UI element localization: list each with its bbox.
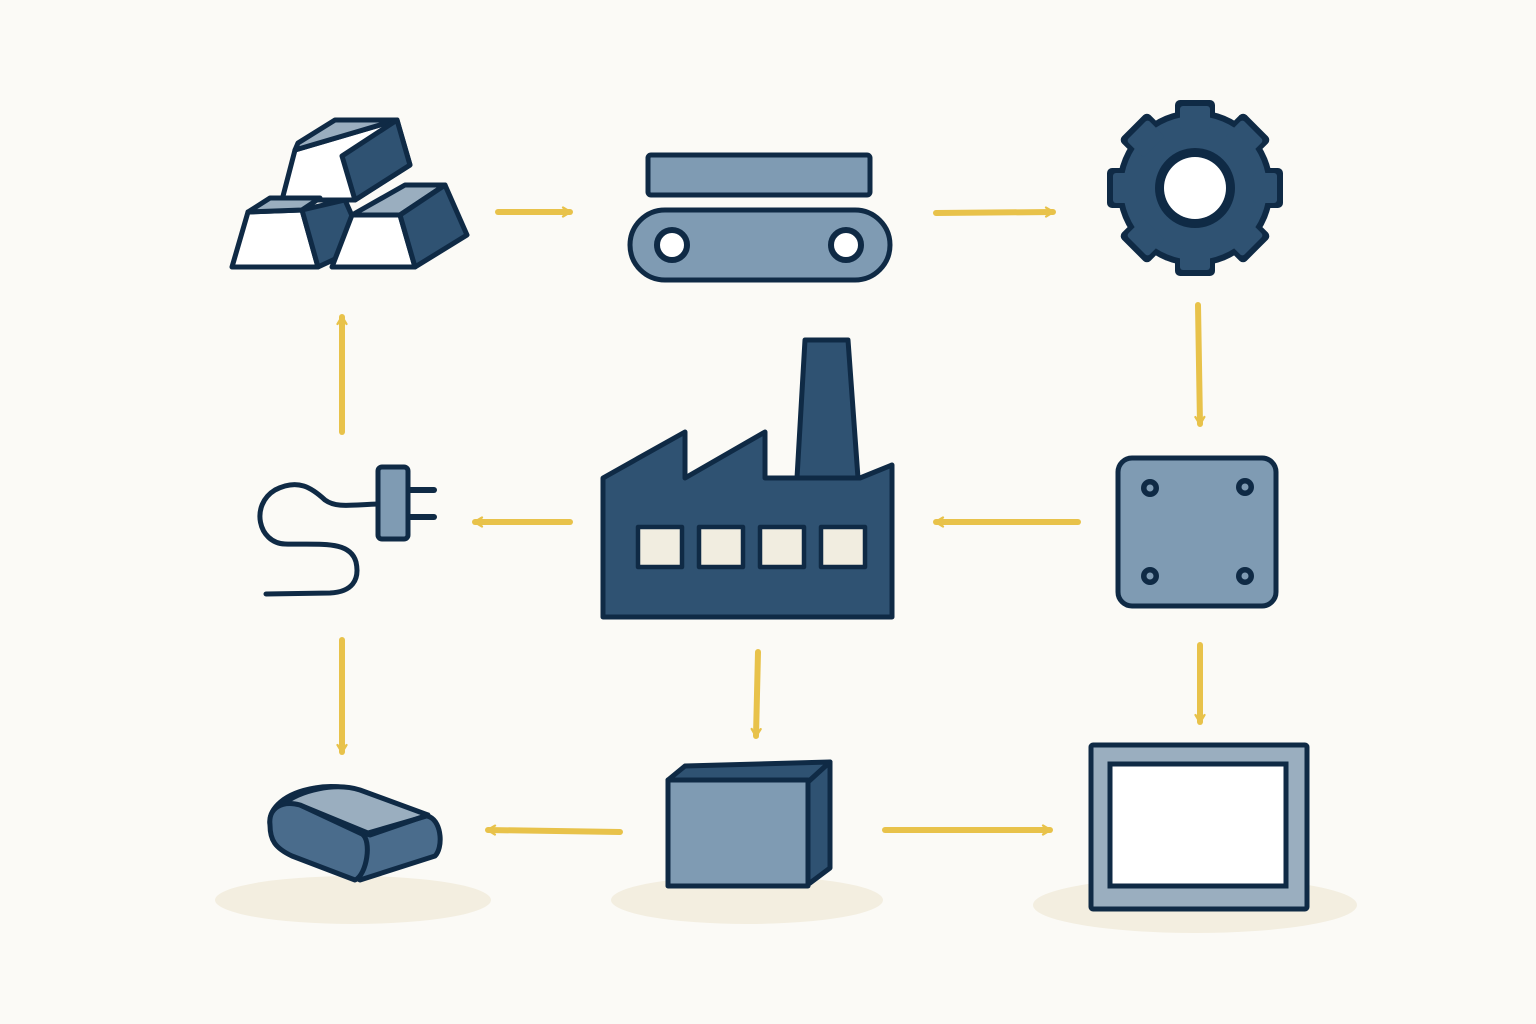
ground-shadow (215, 876, 491, 924)
metal-ingots-icon (229, 117, 470, 270)
edge-conveyor-to-gear (933, 206, 1056, 218)
gear-icon (1107, 100, 1283, 276)
edge-factory-to-block (750, 649, 762, 739)
factory-icon (600, 337, 895, 620)
edge-block-to-bar (485, 824, 623, 836)
metal-bar-icon (267, 783, 443, 883)
conveyor-belt-icon (627, 152, 893, 283)
metal-plate-icon (1115, 455, 1279, 609)
power-plug-icon (257, 464, 437, 597)
metal-block-icon (665, 759, 833, 889)
picture-frame-icon (1088, 742, 1310, 912)
edge-gear-to-plate (1194, 302, 1206, 427)
